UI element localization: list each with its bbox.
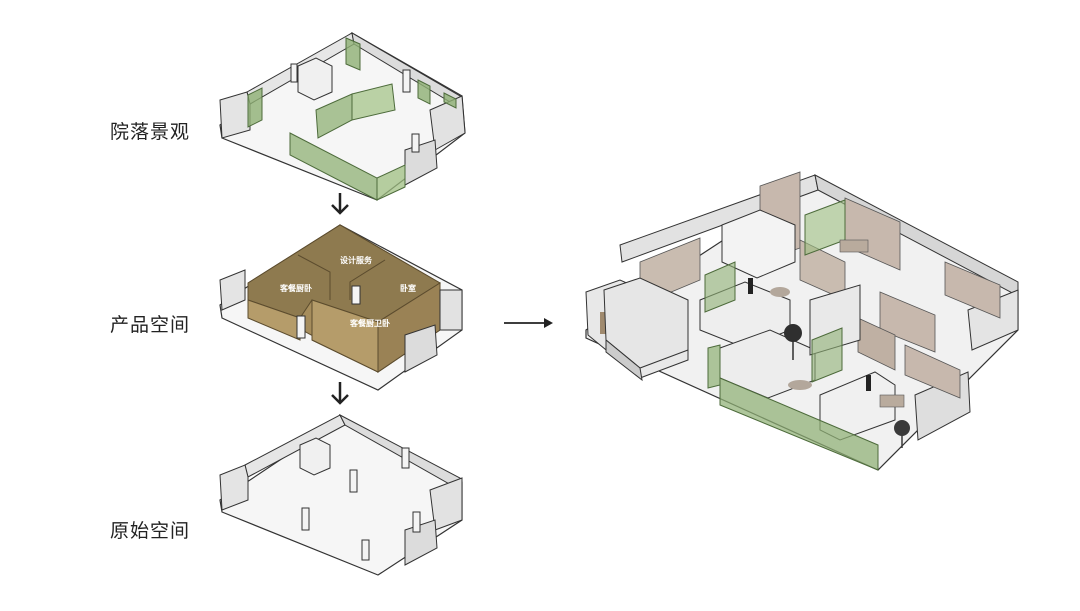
- final-model: [585, 171, 1019, 471]
- room-label-bedroom: 卧室: [400, 283, 416, 293]
- room-label-design-service: 设计服务: [340, 255, 373, 265]
- down-arrow-2: [331, 382, 349, 405]
- room-label-living-bedroom: 客餐厨卧: [279, 283, 312, 293]
- down-arrow-1: [331, 193, 349, 215]
- label-courtyard-landscape: 院落景观: [110, 121, 191, 143]
- original-space-model: [219, 413, 463, 576]
- product-space-model: 设计服务 客餐厨卧 卧室 客餐厨卫卧: [219, 224, 463, 391]
- right-arrow: [504, 318, 553, 328]
- room-label-living-bath-bedroom: 客餐厨卫卧: [349, 318, 390, 328]
- courtyard-model: [219, 32, 466, 201]
- label-product-space: 产品空间: [110, 314, 191, 336]
- label-original-space: 原始空间: [110, 520, 191, 542]
